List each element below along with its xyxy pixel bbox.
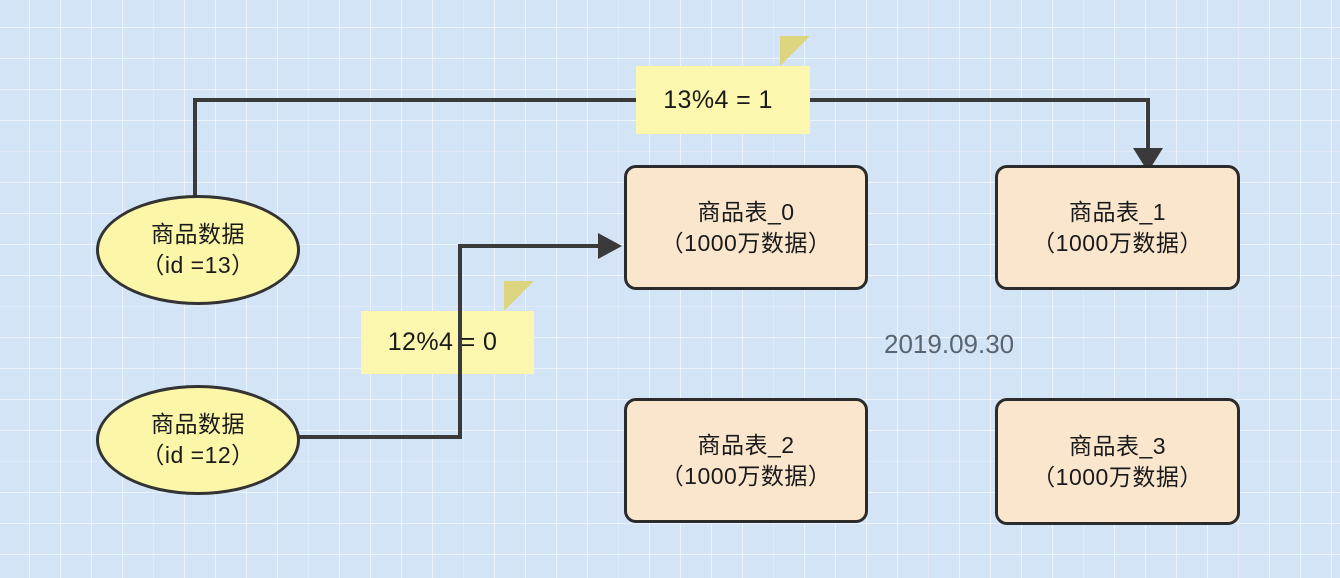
arrowhead-down-icon xyxy=(1133,148,1163,172)
table-node-1[interactable]: 商品表_1 （1000万数据） xyxy=(995,165,1240,290)
table-node-0[interactable]: 商品表_0 （1000万数据） xyxy=(624,165,868,290)
table-node-title: 商品表_1 xyxy=(1068,198,1167,225)
table-node-title: 商品表_0 xyxy=(697,198,795,225)
sticky-note-13-mod-4[interactable]: 13%4 = 1 xyxy=(636,36,810,134)
source-node-subtitle: （id =13） xyxy=(141,252,255,278)
date-annotation: 2019.09.30 xyxy=(884,329,1015,359)
source-node-id-13[interactable]: 商品数据 （id =13） xyxy=(96,195,300,305)
source-node-subtitle: （id =12） xyxy=(141,442,255,468)
arrowhead-right-icon xyxy=(598,233,622,259)
source-node-title: 商品数据 xyxy=(151,221,245,247)
source-node-id-12[interactable]: 商品数据 （id =12） xyxy=(96,385,300,495)
sticky-note-text: 13%4 = 1 xyxy=(663,85,773,114)
table-node-title: 商品表_3 xyxy=(1068,432,1167,459)
table-node-subtitle: （1000万数据） xyxy=(1032,229,1203,256)
source-node-title: 商品数据 xyxy=(151,411,245,437)
table-node-subtitle: （1000万数据） xyxy=(660,229,832,256)
table-node-2[interactable]: 商品表_2 （1000万数据） xyxy=(624,398,868,523)
page-fold-icon xyxy=(504,281,534,341)
table-node-title: 商品表_2 xyxy=(697,431,795,458)
sticky-note-text: 12%4 = 0 xyxy=(387,328,498,356)
table-node-subtitle: （1000万数据） xyxy=(660,462,832,489)
table-node-3[interactable]: 商品表_3 （1000万数据） xyxy=(995,398,1240,525)
table-node-subtitle: （1000万数据） xyxy=(1032,463,1203,490)
sticky-note-12-mod-4[interactable]: 12%4 = 0 xyxy=(361,281,534,374)
page-fold-icon xyxy=(780,36,810,96)
